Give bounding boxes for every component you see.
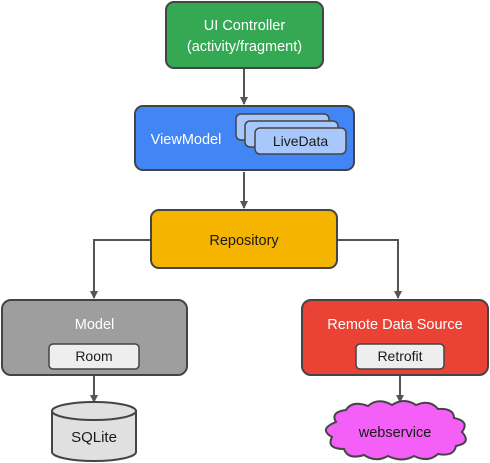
sqlite-cylinder-top bbox=[51, 401, 137, 421]
repository-node: Repository bbox=[150, 209, 338, 269]
ui-controller-subtitle: (activity/fragment) bbox=[187, 39, 302, 55]
room-chip bbox=[48, 343, 140, 370]
room-label: Room bbox=[75, 348, 112, 364]
repository-box bbox=[150, 209, 338, 269]
sqlite-cylinder-body bbox=[51, 410, 137, 462]
viewmodel-node: ViewModel LiveData bbox=[134, 105, 355, 171]
model-label: Model bbox=[75, 317, 115, 333]
retrofit-chip bbox=[355, 343, 445, 370]
sqlite-database-icon: SQLite bbox=[51, 401, 137, 462]
repository-label: Repository bbox=[209, 233, 279, 249]
webservice-label: webservice bbox=[358, 425, 432, 441]
ui-controller-node: UI Controller (activity/fragment) bbox=[165, 1, 324, 69]
remote-data-source-label: Remote Data Source bbox=[327, 317, 462, 333]
sqlite-label: SQLite bbox=[71, 429, 117, 446]
webservice-cloud-shape bbox=[325, 400, 467, 461]
retrofit-label: Retrofit bbox=[377, 348, 422, 364]
viewmodel-label: ViewModel bbox=[151, 132, 222, 148]
arrow-repository-to-model bbox=[90, 239, 151, 299]
livedata-chip bbox=[254, 127, 347, 155]
webservice-cloud-icon: webservice bbox=[325, 400, 467, 461]
remote-data-source-node: Remote Data Source Retrofit bbox=[301, 299, 489, 376]
ui-controller-box bbox=[165, 1, 324, 69]
ui-controller-title: UI Controller bbox=[204, 18, 286, 34]
arrow-repository-to-remote bbox=[337, 239, 402, 299]
model-node: Model Room bbox=[1, 299, 188, 376]
livedata-label: LiveData bbox=[273, 133, 328, 149]
